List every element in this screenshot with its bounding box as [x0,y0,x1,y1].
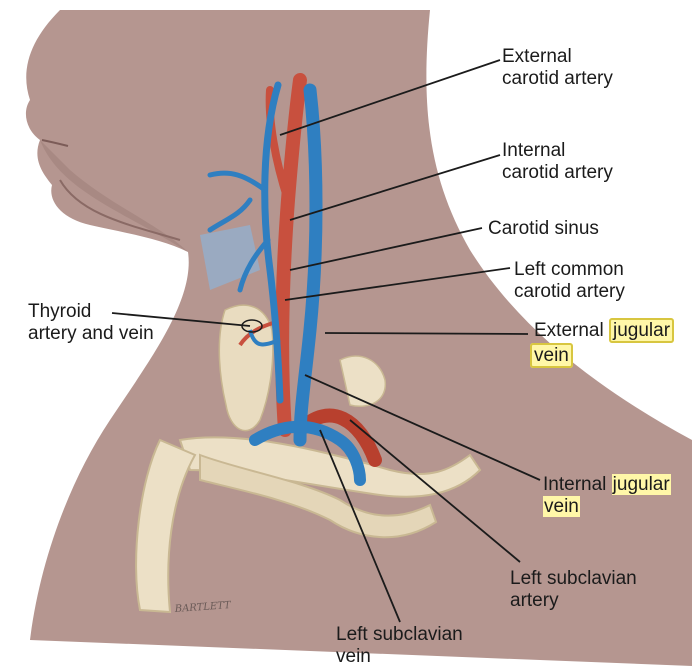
highlight-vein-2: vein [543,496,580,517]
label-thyroid-line2: artery and vein [28,323,154,345]
highlight-vein-1: vein [530,343,573,368]
label-internal-jugular-word1: Internal [543,474,606,495]
label-external-carotid-line2: carotid artery [502,68,613,90]
label-carotid-sinus: Carotid sinus [488,218,599,240]
label-left-common-carotid-line1: Left common [514,259,625,281]
label-left-subclavian-vein-line2: vein [336,646,463,666]
label-thyroid-line1: Thyroid [28,301,154,323]
label-internal-jugular-vein: Internal jugular vein [543,474,671,518]
label-left-subclavian-vein-line1: Left subclavian [336,624,463,646]
label-internal-carotid-artery: Internal carotid artery [502,140,613,184]
label-external-jugular-word1: External [534,320,604,341]
label-left-subclavian-artery-line1: Left subclavian [510,568,637,590]
label-thyroid-artery-and-vein: Thyroid artery and vein [28,301,154,345]
label-external-jugular-vein: External jugular vein [534,320,674,367]
label-carotid-sinus-text: Carotid sinus [488,218,599,240]
label-left-subclavian-artery: Left subclavian artery [510,568,637,612]
label-internal-carotid-line1: Internal [502,140,613,162]
label-left-subclavian-vein: Left subclavian vein [336,624,463,666]
label-left-common-carotid-artery: Left common carotid artery [514,259,625,303]
highlight-jugular-2: jugular [612,474,671,495]
highlight-jugular-1: jugular [609,318,674,343]
label-internal-carotid-line2: carotid artery [502,162,613,184]
label-external-carotid-artery: External carotid artery [502,46,613,90]
label-external-carotid-line1: External [502,46,613,68]
leader-external-jugular [325,333,528,334]
label-left-subclavian-artery-line2: artery [510,590,637,612]
label-left-common-carotid-line2: carotid artery [514,281,625,303]
